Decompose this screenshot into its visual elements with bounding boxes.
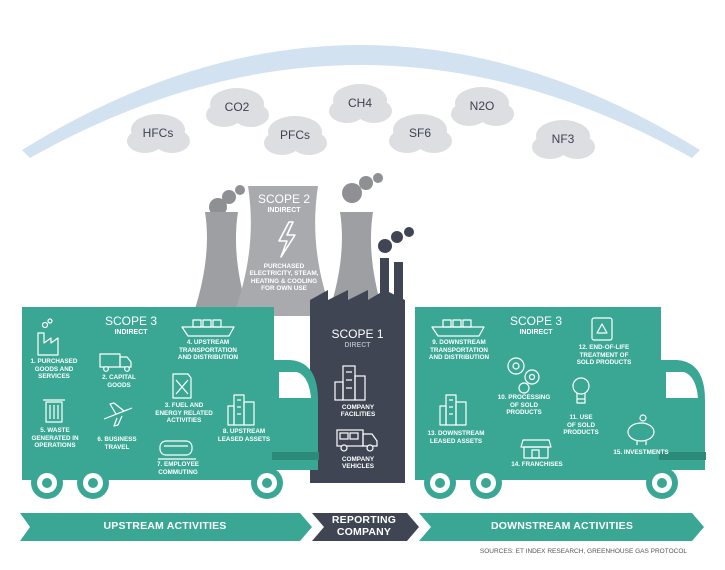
upstream-truck xyxy=(22,307,319,499)
cloud-n2o xyxy=(451,87,514,126)
cooling-towers xyxy=(194,173,383,316)
scope3-downstream-title: SCOPE 3 xyxy=(509,314,563,328)
gas-label-5: N2O xyxy=(469,99,495,113)
gas-clouds xyxy=(127,84,595,159)
downstream-item-15: 15. INVESTMENTS xyxy=(613,449,669,456)
scope2-title: SCOPE 2 xyxy=(257,192,311,206)
upstream-banner xyxy=(20,513,312,541)
factory-icon xyxy=(37,318,59,356)
cloud-hfcs xyxy=(127,114,190,153)
cloud-sf6 xyxy=(389,114,452,153)
upstream-activities-label: UPSTREAM ACTIVITIES xyxy=(103,520,227,532)
lightbulb-icon xyxy=(572,377,590,404)
source-note: SOURCES: ET INDEX RESEARCH, GREENHOUSE G… xyxy=(479,548,687,555)
truck-icon xyxy=(99,353,132,372)
train-icon xyxy=(158,440,196,460)
fuel-can-icon xyxy=(172,373,192,399)
building-icon-downstream xyxy=(439,394,467,426)
scope1-building-icon xyxy=(334,365,366,401)
airplane-icon xyxy=(103,402,133,427)
gears-icon xyxy=(507,357,540,394)
downstream-truck xyxy=(415,307,706,499)
scope2-subtitle: INDIRECT xyxy=(267,207,301,214)
tower-smoke xyxy=(209,173,383,216)
gas-label-3: CH4 xyxy=(347,96,372,110)
storefront-icon xyxy=(520,439,552,459)
scope3-upstream-subtitle: INDIRECT xyxy=(114,329,148,336)
cooling-tower-left xyxy=(194,212,248,312)
ship-icon xyxy=(431,319,485,337)
cloud-ch4 xyxy=(329,84,392,123)
piggy-bank-icon xyxy=(627,414,655,445)
cloud-pfcs xyxy=(264,116,327,155)
scope3-upstream-title: SCOPE 3 xyxy=(104,314,158,328)
scope1-truck-icon xyxy=(336,429,378,452)
ship-icon xyxy=(181,319,235,337)
cloud-nf3 xyxy=(532,120,595,159)
truck-wheels xyxy=(31,467,283,499)
bottom-banners xyxy=(20,513,704,541)
building-icon-upstream xyxy=(227,394,255,426)
cooling-tower-right xyxy=(329,212,383,312)
downstream-item-14: 14. FRANCHISES xyxy=(511,461,563,468)
recycle-icon xyxy=(591,317,613,341)
scope1-subtitle: DIRECT xyxy=(344,342,371,349)
truck-wheels xyxy=(424,467,678,499)
gas-label-2: PFCs xyxy=(280,128,310,142)
gas-label-0: HFCs xyxy=(142,126,174,140)
bolt-icon xyxy=(278,221,296,258)
gas-label-1: CO2 xyxy=(224,100,250,114)
reporting-banner xyxy=(312,513,419,541)
cloud-co2 xyxy=(206,88,269,127)
scope1-title: SCOPE 1 xyxy=(331,327,384,341)
gas-label-4: SF6 xyxy=(408,126,431,140)
downstream-banner xyxy=(419,513,704,541)
gas-label-6: NF3 xyxy=(551,132,575,146)
scope3-downstream-subtitle: INDIRECT xyxy=(519,329,553,336)
atmosphere-arc xyxy=(22,45,700,158)
trash-icon xyxy=(43,399,65,423)
factory-smoke xyxy=(378,227,414,253)
downstream-activities-label: DOWNSTREAM ACTIVITIES xyxy=(490,520,634,532)
